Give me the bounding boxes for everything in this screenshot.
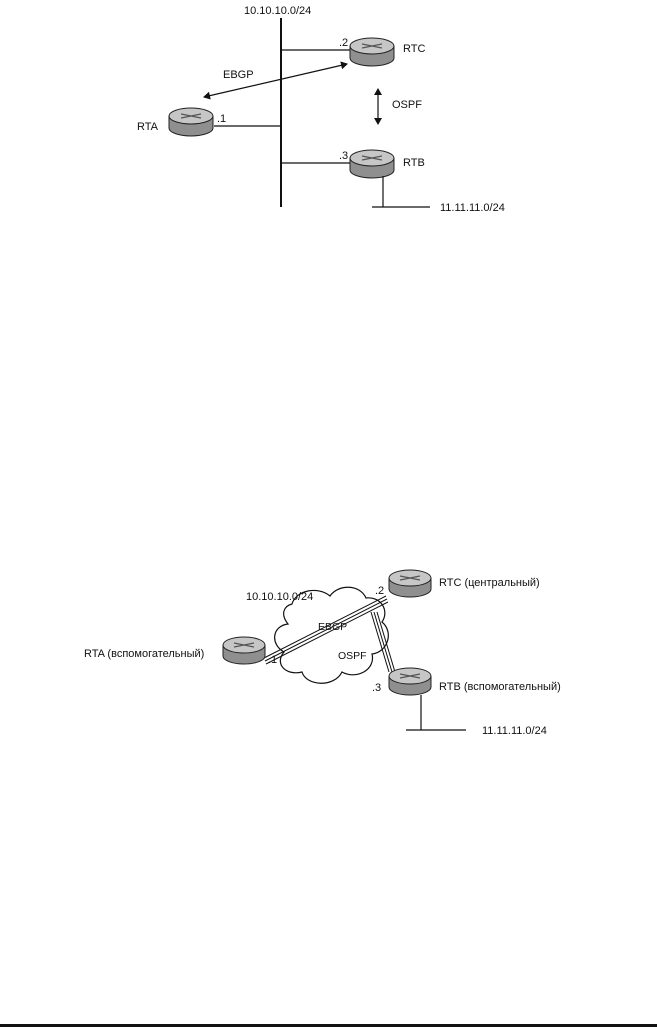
ospf-label: OSPF [338,650,367,662]
stub-network-label: 11.11.11.0/24 [482,725,547,737]
rtc-ip-label: .2 [339,37,348,49]
top-diagram: 10.10.10.0/24 .2 RTC RTA .1 EBGP OSPF [0,0,657,230]
rta-name-label: RTA [137,121,159,133]
rtc-name-label: RTC (центральный) [439,577,540,589]
rtb-ip-label: .3 [372,682,381,694]
rtb-name-label: RTB [403,157,425,169]
ospf-link [370,611,396,673]
rtb-router-icon [349,149,395,179]
rta-ip-label: .1 [217,113,226,125]
rtc-router-icon [349,37,395,67]
stub-network-label: 11.11.11.0/24 [440,202,505,214]
rtc-ip-label: .2 [375,585,384,597]
rtb-name-label: RTB (вспомогательный) [439,681,561,693]
rta-name-label: RTA (вспомогательный) [84,648,204,660]
ebgp-link [263,595,389,665]
lan-network-label: 10.10.10.0/24 [244,5,311,17]
rtc-name-label: RTC [403,43,425,55]
lan-network-label: 10.10.10.0/24 [246,591,313,603]
rta-router-icon [168,107,214,137]
bottom-diagram-canvas: 10.10.10.0/24 EBGP OSPF RTA (вспомогател… [84,569,561,737]
rtb-ip-label: .3 [339,150,348,162]
rta-ip-label: .1 [268,654,277,666]
ebgp-label: EBGP [223,69,254,81]
ospf-label: OSPF [392,99,422,111]
ebgp-arrow [203,61,348,100]
ebgp-label: EBGP [318,621,347,633]
rta-router-icon [222,636,266,665]
rtc-router-icon [388,569,432,598]
lan-cloud [274,586,389,684]
rtb-router-icon [388,667,432,696]
bottom-diagram: 10.10.10.0/24 EBGP OSPF RTA (вспомогател… [0,560,657,750]
top-diagram-canvas: 10.10.10.0/24 .2 RTC RTA .1 EBGP OSPF [137,5,505,214]
page-bottom-rule [0,1024,657,1027]
